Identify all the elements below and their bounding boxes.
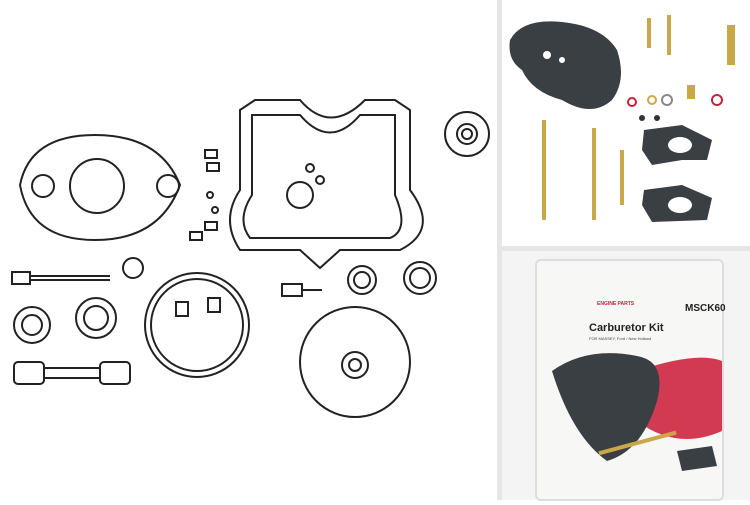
package-art	[552, 353, 722, 471]
package-photo-panel: ENGINE PARTS MSCK60 Carburetor Kit FOR M…	[502, 251, 750, 501]
divider	[497, 0, 502, 500]
parts-photo	[509, 15, 735, 222]
divider	[502, 246, 750, 251]
diagram-panel	[11, 99, 490, 418]
product-code: MSCK60	[685, 303, 726, 314]
brand-label: ENGINE PARTS	[597, 301, 635, 307]
parts-line-drawing	[11, 99, 490, 418]
parts-photo-panel	[502, 0, 750, 246]
product-package: ENGINE PARTS MSCK60 Carburetor Kit FOR M…	[535, 259, 726, 501]
product-title: Carburetor Kit	[589, 322, 664, 334]
product-subtitle: FOR MASSEY, Ford / New Holland	[589, 336, 652, 341]
